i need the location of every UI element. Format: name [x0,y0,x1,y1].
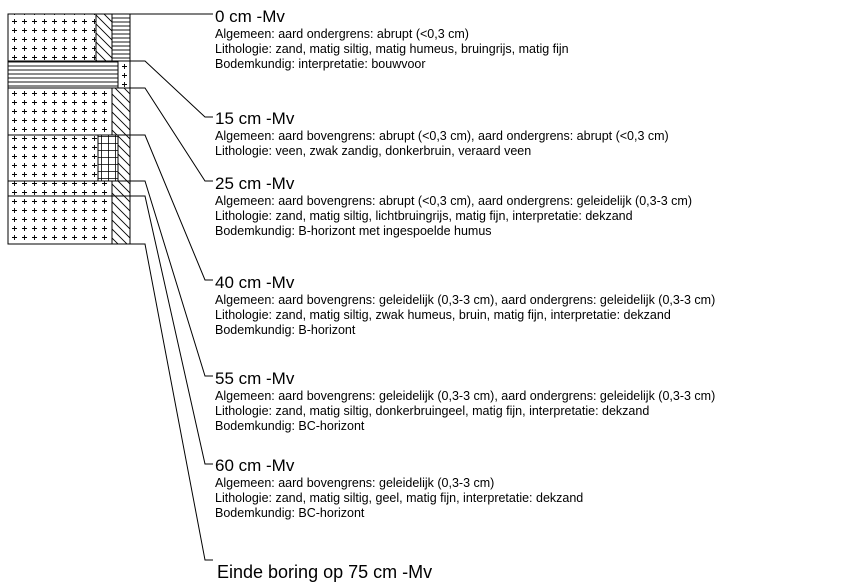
layer-description-1: 15 cm -Mv Algemeen: aard bovengrens: abr… [215,109,669,159]
layer-description-3: 40 cm -Mv Algemeen: aard bovengrens: gel… [215,273,715,338]
layer-general: Algemeen: aard bovengrens: geleidelijk (… [215,389,716,403]
lithology-layer-1 [7,60,131,89]
layer-soil: Bodemkundig: BC-horizont [215,419,365,433]
layer-soil: Bodemkundig: B-horizont met ingespoelde … [215,224,492,238]
layer-depth: 55 cm -Mv [215,369,295,388]
leader-line-1 [130,60,213,118]
leader-line-2 [130,87,213,182]
layer-lithology: Lithologie: zand, matig siltig, lichtbru… [215,209,633,223]
layer-depth: 25 cm -Mv [215,174,295,193]
lithology-layer-4 [7,180,131,197]
layer-general: Algemeen: aard bovengrens: abrupt (<0,3 … [215,129,669,143]
lithology-layer-2 [7,87,131,136]
leader-lines [130,13,213,561]
leader-line-3 [130,134,213,281]
layer-general: Algemeen: aard bovengrens: geleidelijk (… [215,293,716,307]
layer-description-0: 0 cm -Mv Algemeen: aard ondergrens: abru… [215,7,569,72]
leader-line-5 [130,195,213,465]
layer-depth: 60 cm -Mv [215,456,295,475]
leader-line-end [130,243,213,561]
layer-description-5: 60 cm -Mv Algemeen: aard bovengrens: gel… [215,456,583,521]
leader-line-4 [130,180,213,377]
layer-soil: Bodemkundig: interpretatie: bouwvoor [215,57,426,71]
lithology-layer-3 [7,134,131,182]
layer-soil: Bodemkundig: BC-horizont [215,506,365,520]
layer-general: Algemeen: aard bovengrens: geleidelijk (… [215,476,495,490]
layer-description-4: 55 cm -Mv Algemeen: aard bovengrens: gel… [215,369,715,434]
layer-lithology: Lithologie: zand, matig siltig, matig hu… [215,42,569,56]
layer-lithology: Lithologie: zand, matig siltig, geel, ma… [215,491,584,505]
layer-depth: 15 cm -Mv [215,109,295,128]
layer-soil: Bodemkundig: B-horizont [215,323,356,337]
layer-depth: 40 cm -Mv [215,273,295,292]
layer-lithology: Lithologie: veen, zwak zandig, donkerbru… [215,144,532,158]
lithology-layer-0 [7,13,131,62]
layer-lithology: Lithologie: zand, matig siltig, donkerbr… [215,404,650,418]
layer-lithology: Lithologie: zand, matig siltig, zwak hum… [215,308,671,322]
layer-general: Algemeen: aard bovengrens: abrupt (<0,3 … [215,194,692,208]
lithology-layer-5 [7,195,131,245]
layer-description-2: 25 cm -Mv Algemeen: aard bovengrens: abr… [215,174,692,239]
end-of-boring-label: Einde boring op 75 cm -Mv [217,562,433,582]
layer-depth: 0 cm -Mv [215,7,285,26]
layer-general: Algemeen: aard ondergrens: abrupt (<0,3 … [215,27,469,41]
